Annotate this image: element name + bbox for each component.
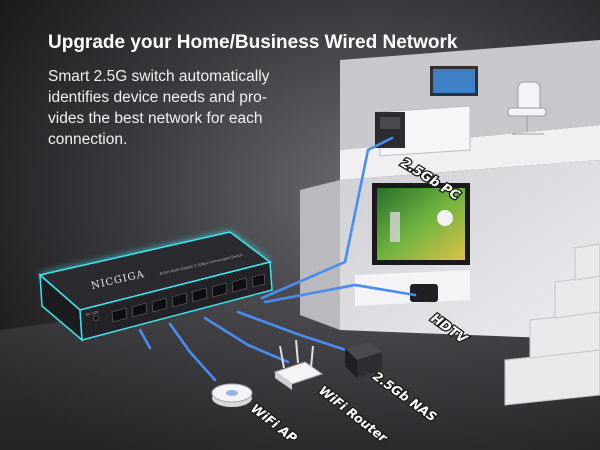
switch-power-label: DC 12V <box>85 310 99 317</box>
network-cables <box>138 136 417 382</box>
stairs <box>504 243 600 406</box>
feature-description: Smart 2.5G switch automatically identifi… <box>48 66 316 150</box>
network-switch: NICGIGA 8-Port Multi-Gigabit 2.5Gbps Unm… <box>38 231 273 342</box>
office-level <box>340 40 600 180</box>
gaming-chair <box>507 81 547 135</box>
feature-line: connection. <box>48 131 128 148</box>
living-room-level <box>300 160 600 406</box>
tv-box <box>410 284 438 302</box>
wifi-router-device <box>273 339 324 390</box>
feature-line: vides the best network for each <box>48 110 263 127</box>
feature-line: Smart 2.5G switch automatically <box>48 68 270 85</box>
headline: Upgrade your Home/Business Wired Network <box>48 32 458 53</box>
switch-ports <box>111 273 266 323</box>
wifi-ap-device <box>211 383 253 407</box>
nas-device <box>345 342 382 378</box>
feature-line: identifies device needs and pro- <box>48 89 267 106</box>
